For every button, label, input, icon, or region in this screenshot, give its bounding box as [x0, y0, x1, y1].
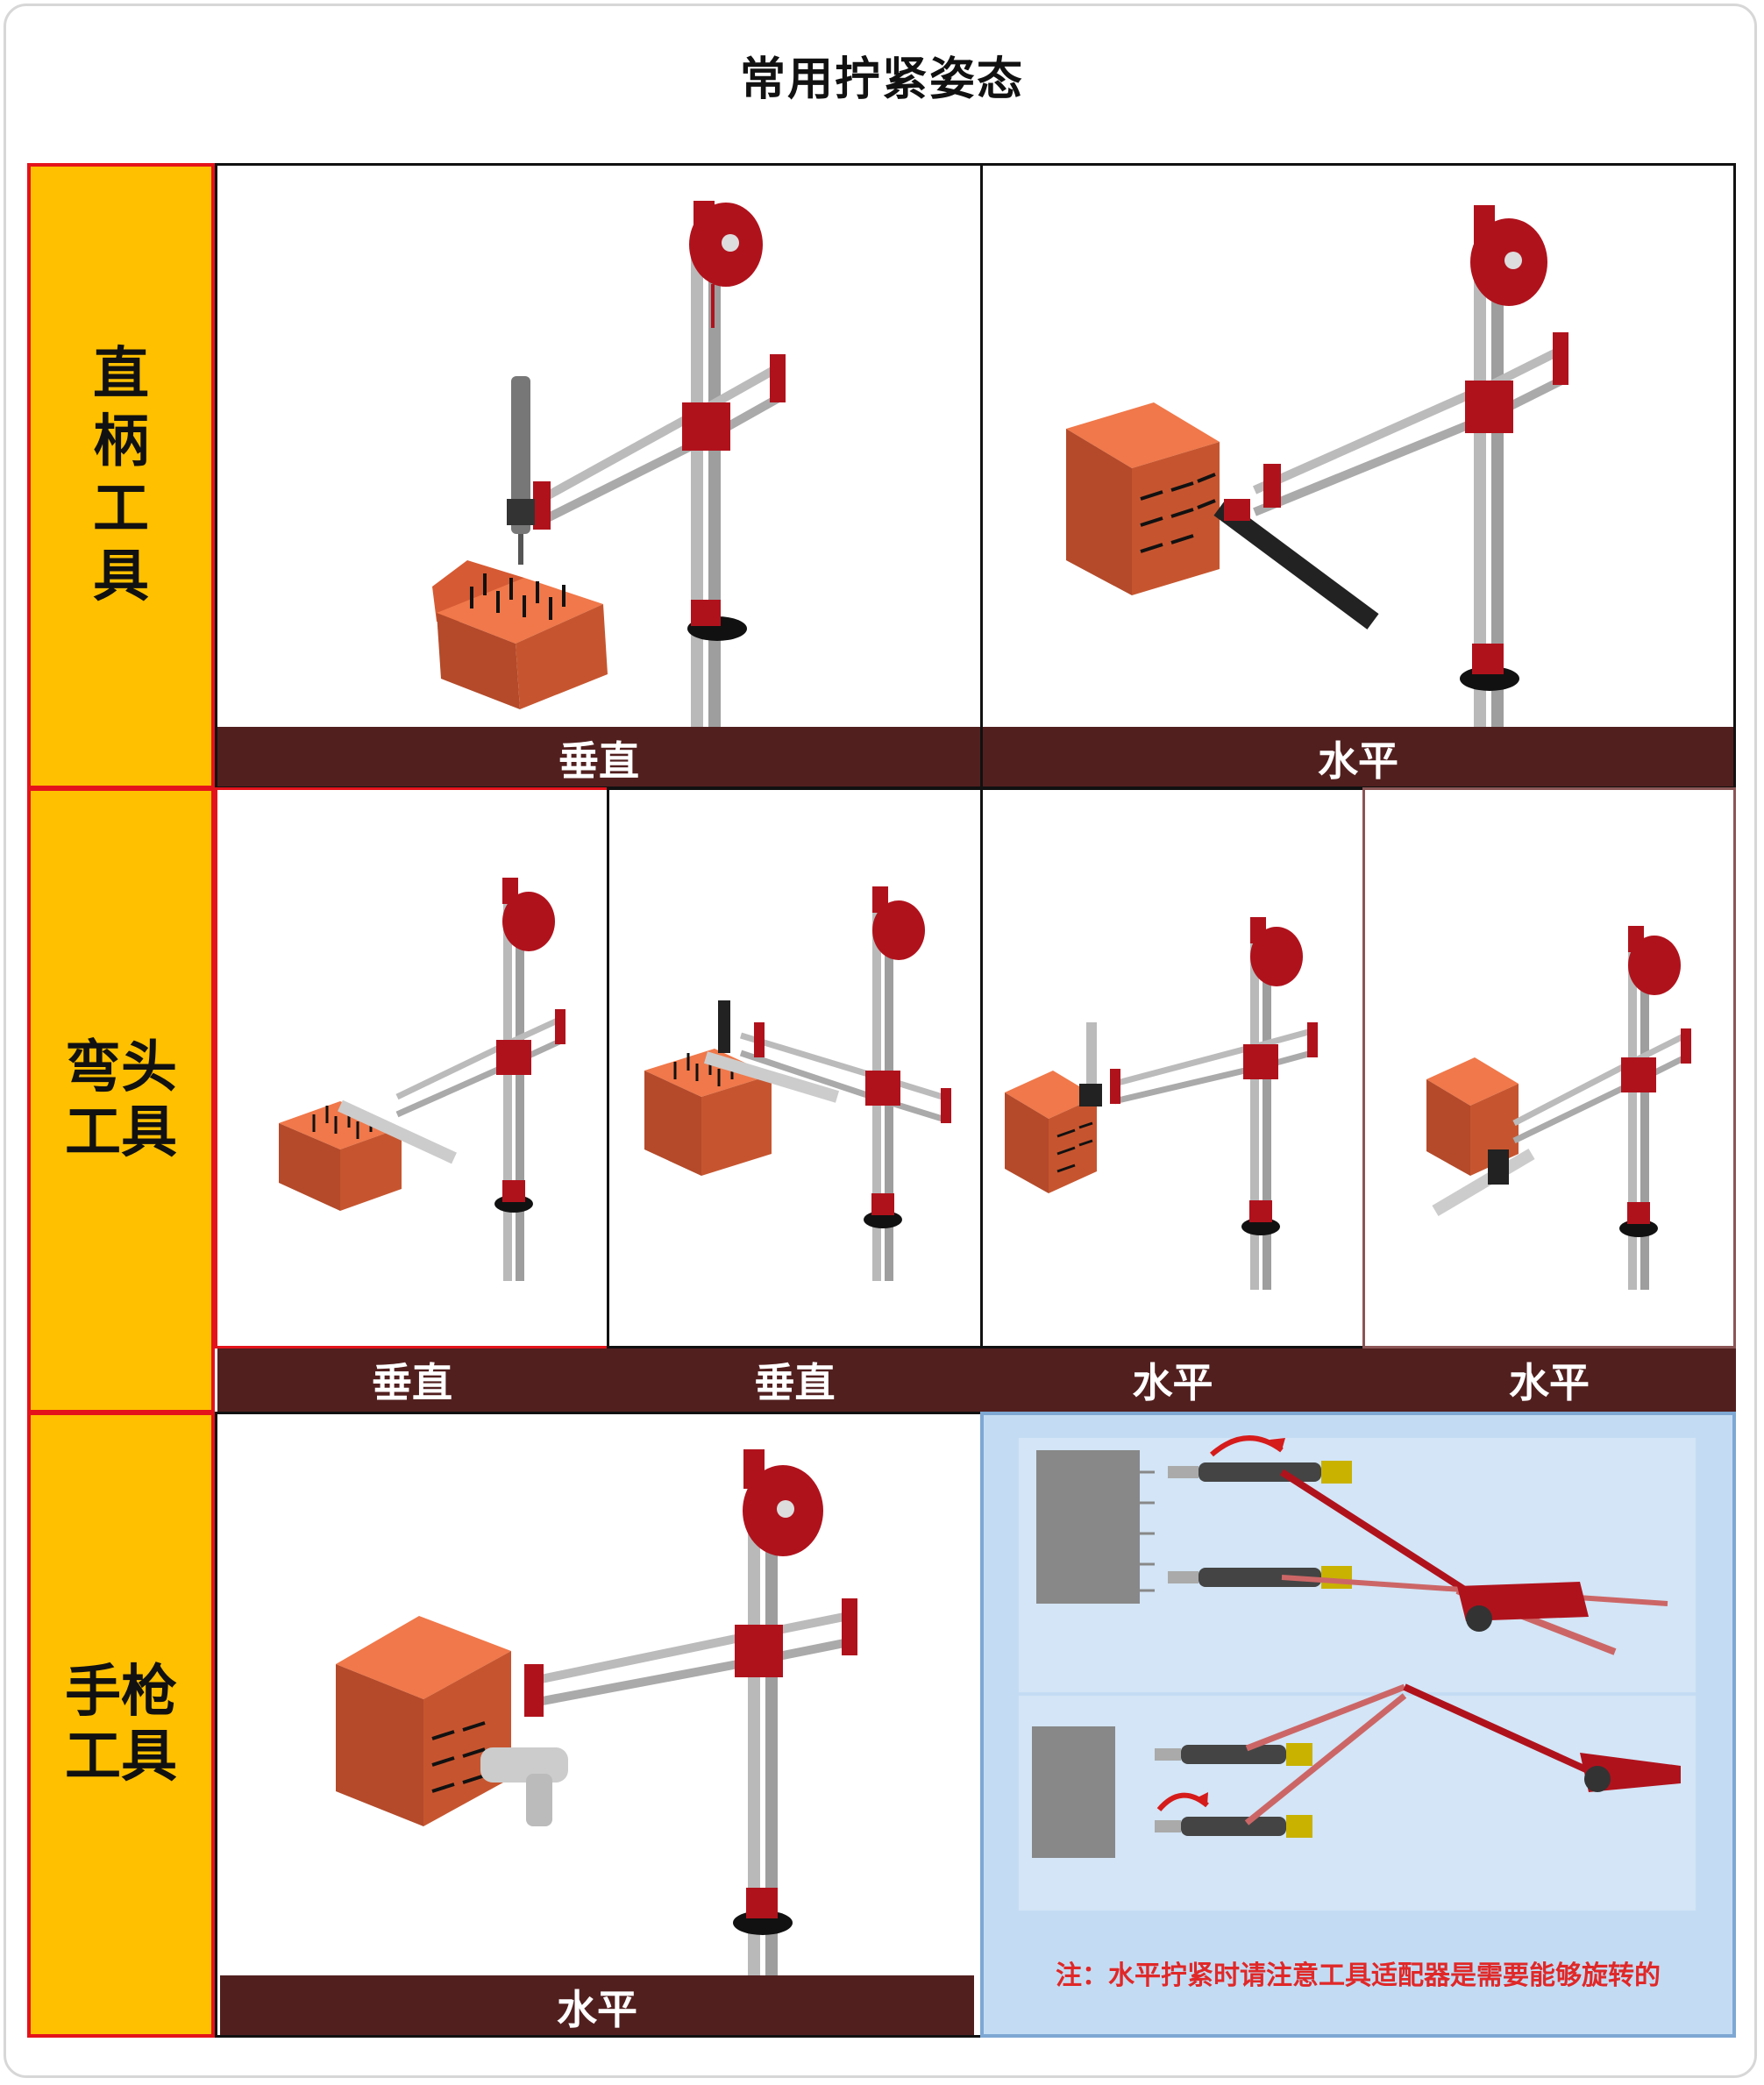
- figure-angle-horizontal-1: [980, 787, 1365, 1348]
- torque-arm-illustration: [644, 886, 951, 1281]
- torque-arm-illustration: [1426, 926, 1691, 1290]
- orientation-label: 水平: [220, 1975, 974, 2035]
- row-header-straight-tool: 直 柄 工 具: [27, 163, 215, 789]
- note-panel: 注：水平拧紧时请注意工具适配器是需要能够旋转的: [980, 1412, 1736, 2038]
- page-title: 常用拧紧姿态: [739, 53, 1024, 106]
- torque-arm-illustration: [1005, 917, 1318, 1290]
- adapter-rotation-illustration: [1032, 1435, 1681, 1858]
- figure-straight-horizontal: 水平: [980, 163, 1736, 789]
- row-header-label: 手枪 工具: [65, 1659, 177, 1790]
- figure-straight-vertical: 垂直: [215, 163, 983, 789]
- figure-angle-horizontal-2: [1362, 787, 1736, 1348]
- row-header-label: 直 柄 工 具: [93, 342, 149, 609]
- note-text: 注：水平拧紧时请注意工具适配器是需要能够旋转的: [1056, 1960, 1661, 1991]
- torque-arm-illustration: [336, 1449, 857, 1975]
- orientation-label: 水平: [1132, 1359, 1213, 1406]
- figure-pistol-horizontal: 水平: [215, 1412, 983, 2038]
- torque-arm-illustration: [279, 878, 565, 1281]
- orientation-label: 垂直: [754, 1359, 836, 1406]
- orientation-label: 水平: [983, 727, 1733, 786]
- row-header-label: 弯头 工具: [65, 1035, 177, 1165]
- row-header-angle-tool: 弯头 工具: [27, 787, 215, 1413]
- row-header-pistol-tool: 手枪 工具: [27, 1412, 215, 2038]
- torque-arm-illustration: [1066, 205, 1568, 727]
- orientation-label: 垂直: [372, 1359, 452, 1406]
- figure-angle-vertical-2: [607, 787, 983, 1348]
- orientation-label: 水平: [1509, 1359, 1590, 1406]
- figure-angle-vertical-1: [215, 787, 609, 1348]
- orientation-label: 垂直: [217, 727, 980, 786]
- torque-arm-illustration: [432, 201, 786, 727]
- row2-label-band: [217, 1348, 1736, 1412]
